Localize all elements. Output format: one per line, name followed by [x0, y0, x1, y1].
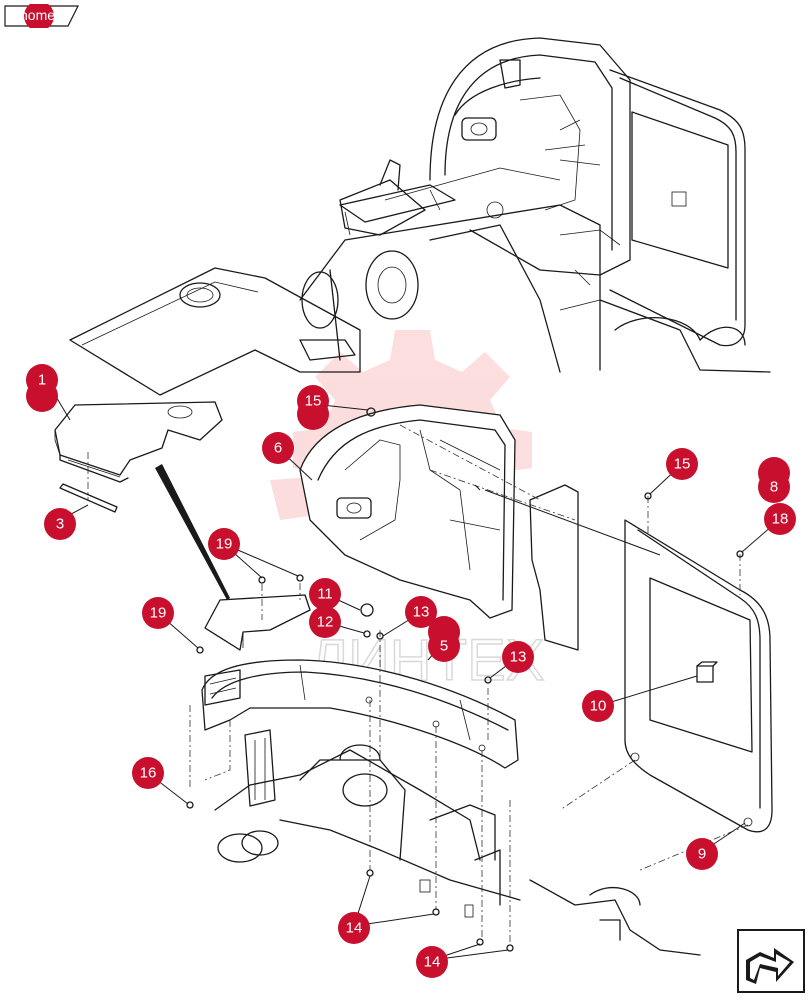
svg-text:16: 16	[140, 765, 157, 782]
svg-text:5: 5	[440, 638, 448, 655]
callout-16: 15	[297, 385, 329, 430]
svg-text:6: 6	[274, 440, 282, 457]
part-1-cover-plate	[54, 401, 223, 483]
svg-text:18: 18	[772, 511, 789, 528]
lower-frame-assembly	[214, 729, 701, 956]
svg-text:1: 1	[38, 372, 46, 389]
alignment-lines	[189, 630, 511, 945]
callout-14-right: 14	[416, 946, 448, 978]
next-page-arrow-icon	[737, 929, 805, 993]
part-5-lower-cover	[201, 659, 519, 769]
svg-text:14: 14	[424, 954, 441, 971]
svg-text:13: 13	[413, 604, 430, 621]
callout-14-left: 14	[338, 912, 370, 944]
callout-19-upper: 19	[208, 528, 240, 560]
home-label: home	[20, 7, 56, 23]
callout-5: 5	[428, 616, 460, 662]
callout-1: 1	[26, 364, 58, 412]
part-19-bracket	[204, 583, 311, 651]
svg-text:15: 15	[305, 393, 322, 410]
callout-10: 10	[582, 690, 614, 722]
svg-text:19: 19	[216, 536, 233, 553]
callout-13-right: 13	[502, 641, 534, 673]
svg-text:12: 12	[317, 614, 334, 631]
callout-18: 16	[132, 757, 164, 789]
callout-9: 9	[686, 838, 718, 870]
svg-text:8: 8	[770, 479, 778, 496]
svg-text:3: 3	[56, 516, 64, 533]
callout-13-left: 13	[405, 596, 437, 628]
next-page-button[interactable]	[736, 928, 806, 994]
home-tab-shape	[4, 4, 79, 28]
svg-text:9: 9	[698, 846, 706, 863]
home-button[interactable]: home	[4, 4, 80, 28]
pointer-wedge	[155, 464, 230, 600]
callout-6: 6	[262, 432, 294, 464]
part-3-strip	[59, 483, 118, 513]
svg-text:14: 14	[346, 920, 363, 937]
part-8-right-door	[559, 496, 773, 871]
svg-text:19: 19	[150, 605, 167, 622]
svg-text:13: 13	[510, 649, 527, 666]
part-6-side-panel	[299, 404, 579, 651]
callout-15-left: 15	[666, 448, 698, 480]
upper-frame-assembly	[69, 37, 771, 396]
callout-11: 11	[309, 578, 341, 610]
fasteners	[186, 492, 744, 952]
callout-12: 12	[309, 606, 341, 638]
svg-text:10: 10	[590, 698, 607, 715]
callout-8: 8	[758, 457, 790, 503]
callout-3: 3	[44, 508, 76, 540]
svg-text:11: 11	[317, 586, 333, 603]
svg-text:15: 15	[674, 456, 691, 473]
callout-19-lower: 19	[142, 597, 174, 629]
callout-15-right: 18	[764, 503, 796, 535]
